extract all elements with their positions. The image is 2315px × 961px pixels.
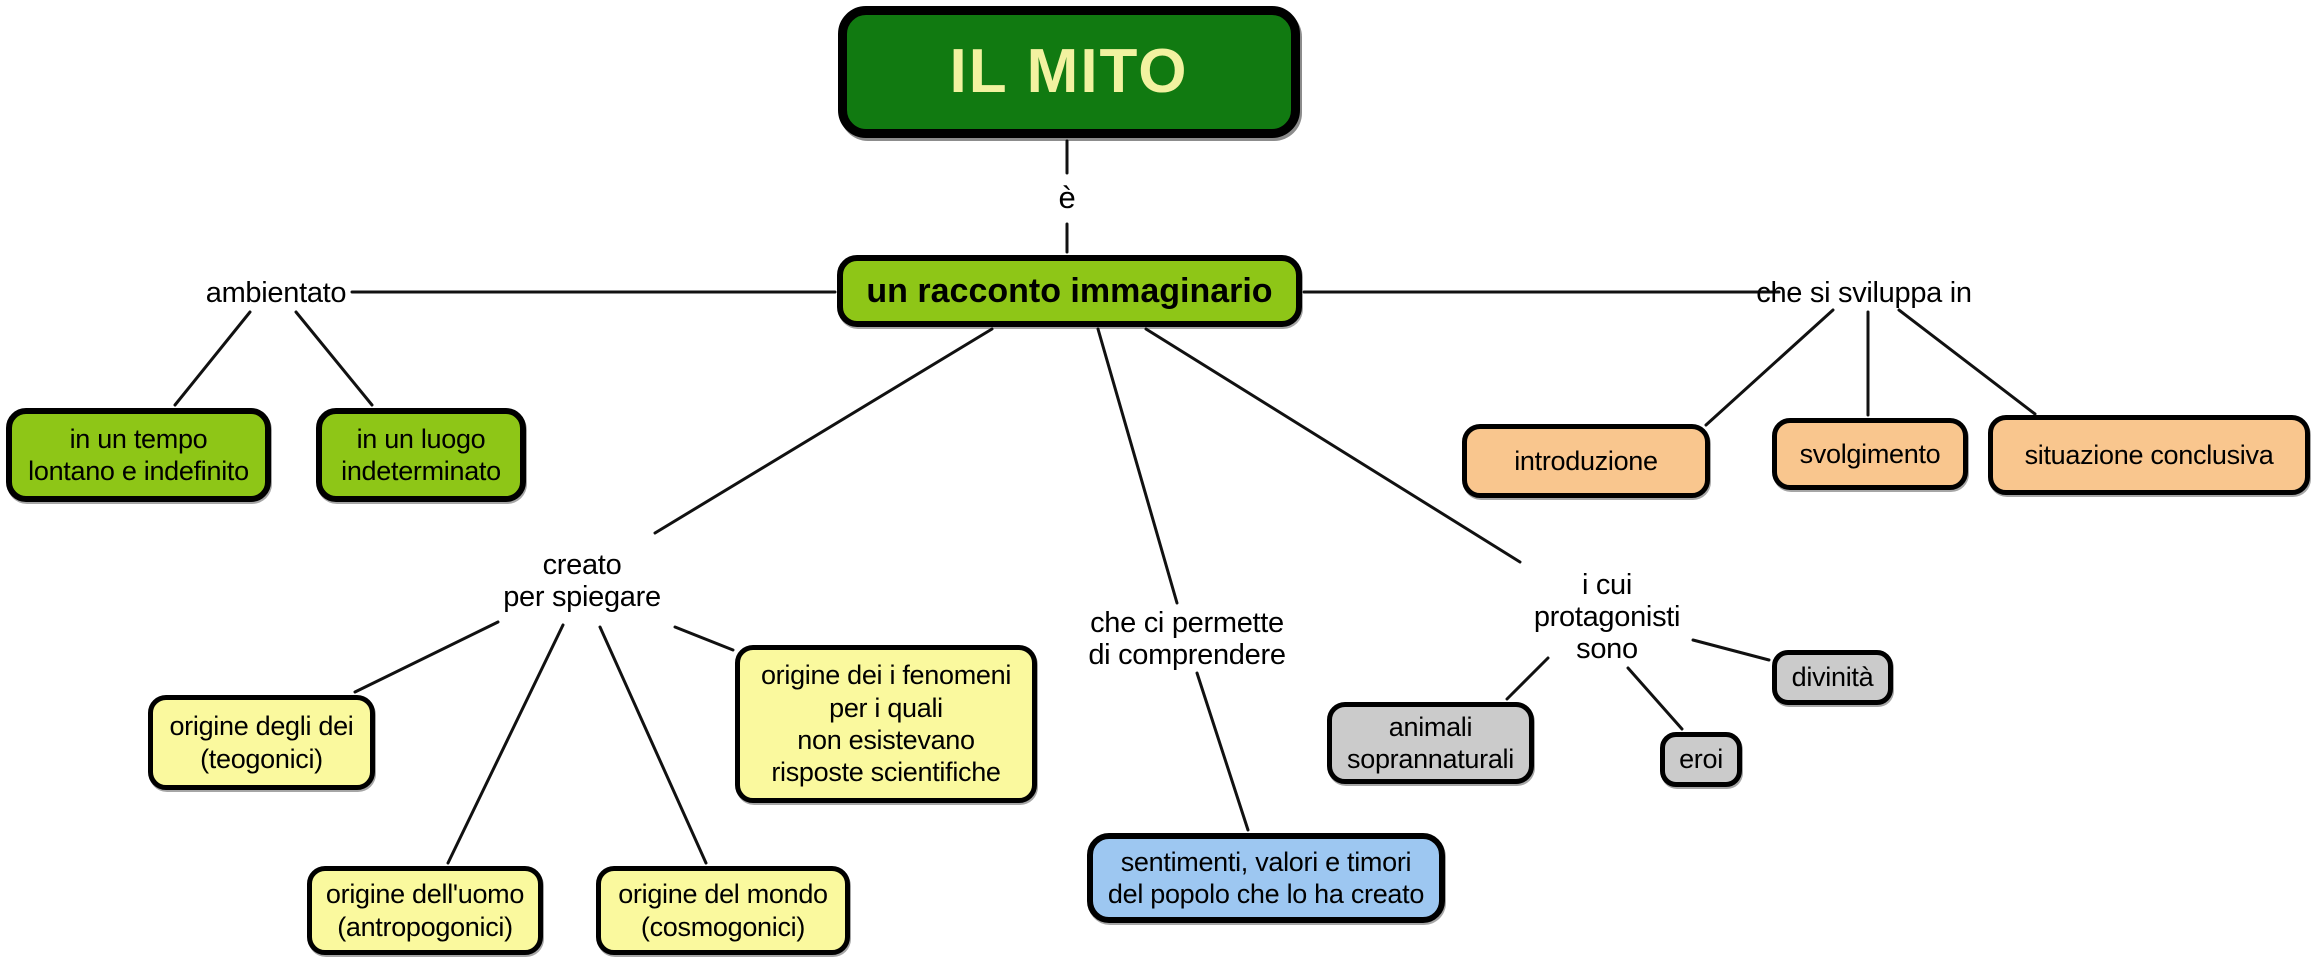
edge-sviluppa-situazione <box>1897 308 2037 416</box>
edge-permette-sentimenti <box>1195 671 1250 832</box>
linking-phrase-ambientato[interactable]: ambientato <box>205 277 347 309</box>
node-introduzione[interactable]: introduzione <box>1462 424 1710 498</box>
linking-phrase-che-si-sviluppa-in[interactable]: che si sviluppa in <box>1756 277 1972 309</box>
edge-ambientato-luogo <box>294 310 374 407</box>
edge-protagonisti-divinita <box>1691 638 1771 662</box>
node-origine-dell-uomo[interactable]: origine dell'uomo (antropogonici) <box>307 866 543 955</box>
edge-protagonisti-eroi <box>1626 666 1684 731</box>
edge-racconto-creato <box>653 327 994 535</box>
node-origine-del-mondo[interactable]: origine del mondo (cosmogonici) <box>596 866 850 955</box>
linking-phrase-che-ci-permette[interactable]: che ci permette di comprendere <box>1088 607 1286 671</box>
node-origine-dei-fenomeni[interactable]: origine dei i fenomeni per i quali non e… <box>735 645 1037 803</box>
edge-sviluppa-introduzione <box>1704 308 1835 427</box>
linking-phrase-creato-per-spiegare[interactable]: creato per spiegare <box>503 549 661 613</box>
node-in-un-tempo[interactable]: in un tempo lontano e indefinito <box>6 408 271 502</box>
node-divinita[interactable]: divinità <box>1772 650 1893 705</box>
node-un-racconto-immaginario[interactable]: un racconto immaginario <box>837 255 1302 327</box>
node-eroi[interactable]: eroi <box>1660 732 1742 787</box>
node-origine-degli-dei[interactable]: origine degli dei (teogonici) <box>148 695 375 790</box>
edge-creato-cosmogonici <box>598 625 708 865</box>
edge-racconto-protagonisti <box>1144 327 1522 564</box>
node-svolgimento[interactable]: svolgimento <box>1772 418 1968 490</box>
edge-ambientato-tempo <box>173 310 252 407</box>
node-il-mito[interactable]: IL MITO <box>838 6 1300 138</box>
node-animali-soprannaturali[interactable]: animali soprannaturali <box>1327 702 1534 784</box>
node-sentimenti-valori-timori[interactable]: sentimenti, valori e timori del popolo c… <box>1087 833 1445 923</box>
edge-creato-teogonici <box>353 620 500 694</box>
edge-creato-antropogonici <box>446 623 565 865</box>
edge-racconto-permette <box>1096 327 1179 605</box>
linking-phrase-i-cui-protagonisti-sono[interactable]: i cui protagonisti sono <box>1533 569 1681 665</box>
node-in-un-luogo[interactable]: in un luogo indeterminato <box>316 408 526 502</box>
edge-protagonisti-animali <box>1505 656 1550 701</box>
edge-creato-fenomeni <box>673 625 735 652</box>
node-situazione-conclusiva[interactable]: situazione conclusiva <box>1988 415 2310 495</box>
linking-phrase-e[interactable]: è <box>1058 180 1076 215</box>
